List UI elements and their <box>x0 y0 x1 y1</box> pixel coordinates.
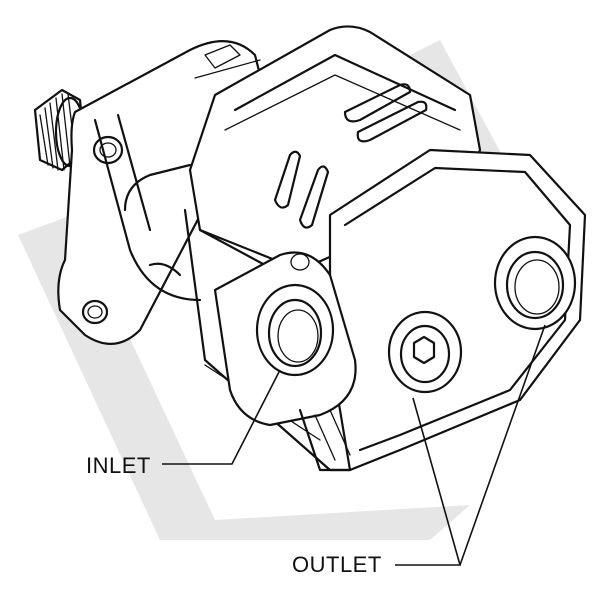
outlet-callout-label: OUTLET <box>292 552 382 577</box>
outlet-leader <box>395 324 546 566</box>
outlet-port-main <box>493 235 577 331</box>
lower-details <box>148 262 352 472</box>
inlet-callout-label: INLET <box>86 453 151 478</box>
outlet-plug <box>387 310 463 394</box>
inlet-port <box>213 251 357 427</box>
inlet-leader <box>162 369 281 465</box>
